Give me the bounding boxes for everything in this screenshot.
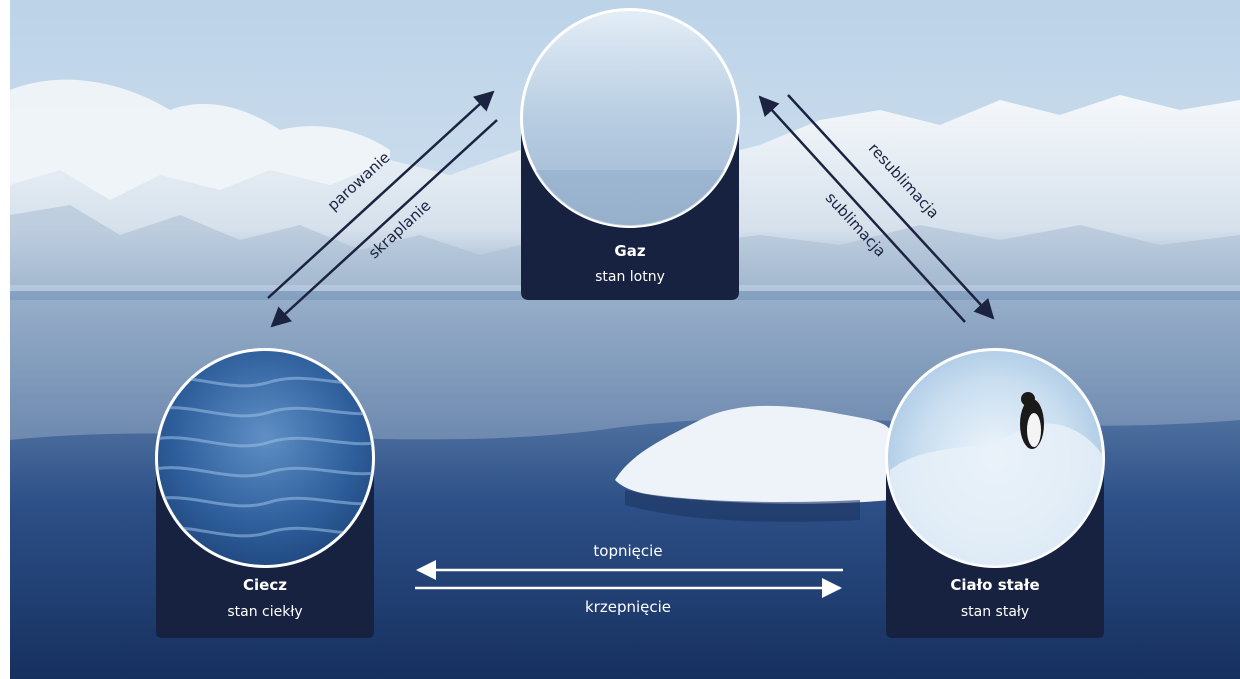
sublimation-arrow	[758, 95, 966, 323]
gas-state-card: Gaz stan lotny	[520, 8, 740, 300]
clouds	[10, 79, 390, 200]
melting-label: topnięcie	[593, 542, 662, 560]
gas-subtitle: stan lotny	[595, 269, 665, 285]
mountain-shadows	[10, 205, 1240, 285]
deposition-arrow	[787, 94, 995, 320]
condensation-arrow	[270, 119, 498, 328]
liquid-card-panel	[156, 458, 374, 638]
iceberg-reflection	[625, 490, 860, 522]
freezing-label: krzepnięcie	[585, 598, 671, 616]
solid-title: Ciało stałe	[950, 576, 1039, 594]
liquid-image	[158, 351, 372, 565]
gas-card-panel	[521, 118, 739, 300]
penguin-on-ice	[890, 392, 1103, 566]
liquid-state-card: Ciecz stan ciekły	[155, 348, 375, 638]
gas-title: Gaz	[614, 242, 645, 260]
iceberg	[615, 405, 890, 504]
solid-state-card: Ciało stałe stan stały	[885, 348, 1105, 638]
solid-card-panel	[886, 458, 1104, 638]
evaporation-arrow	[267, 90, 495, 299]
solid-subtitle: stan stały	[961, 604, 1029, 620]
liquid-subtitle: stan ciekły	[227, 604, 302, 620]
liquid-title: Ciecz	[243, 576, 287, 594]
